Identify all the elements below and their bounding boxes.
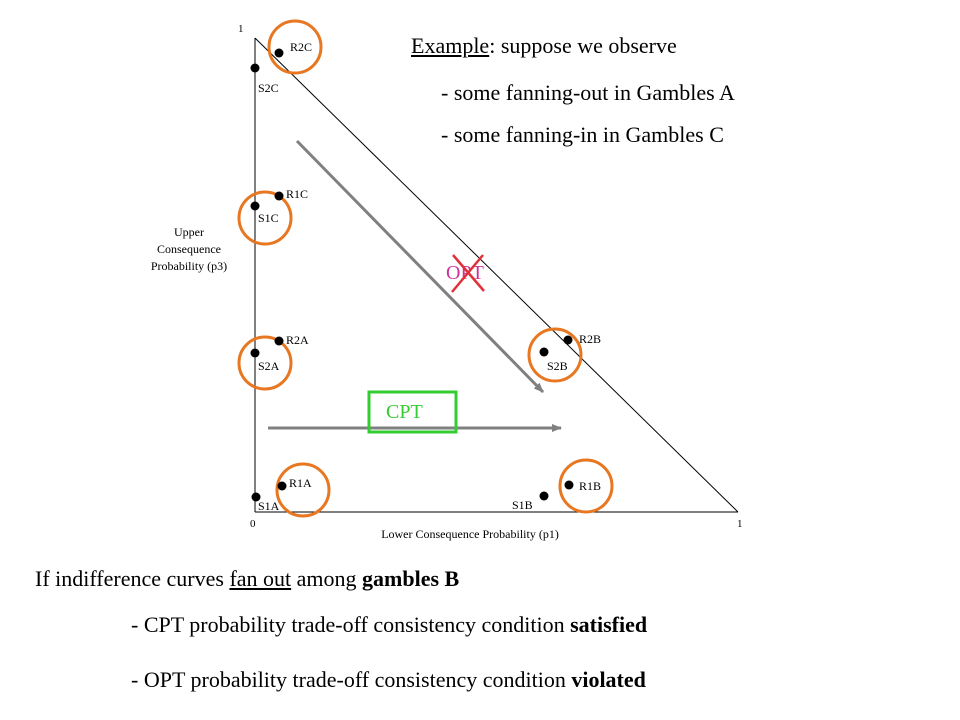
label-s1c: S1C [258,211,279,225]
label-s1b: S1B [512,498,533,512]
point-r2a [274,336,284,346]
conclusion-line-2-satisfied: satisfied [570,612,648,637]
point-s2c [250,63,260,73]
circle-r1a [275,462,331,518]
point-s2b [539,347,549,357]
point-s1c [250,201,260,211]
conclusion-line-2: - CPT probability trade-off consistency … [131,612,647,638]
conclusion-line-1: If indifference curves fan out among gam… [35,566,459,592]
point-r2c [274,48,284,58]
point-r2b [563,335,573,345]
conclusion-line-1-part-1: If indifference curves [35,566,230,591]
conclusion-line-3-violated: violated [571,667,646,692]
label-s1a: S1A [258,499,280,513]
circle-r1b [558,458,614,514]
label-r2c: R2C [290,40,312,54]
example-bullet-1: - some fanning-out in Gambles A [441,80,735,105]
point-s1a [251,492,261,502]
label-s2c: S2C [258,81,279,95]
x-axis-right-tick-label: 1 [737,518,743,530]
opt-arrow [295,139,545,394]
point-r1c [274,191,284,201]
point-s2a [250,348,260,358]
point-s1b [539,491,549,501]
label-r1a: R1A [289,476,312,490]
conclusion-line-3: - OPT probability trade-off consistency … [131,667,646,693]
opt-cross-stroke-2 [451,254,484,293]
conclusion-line-3-part-1: - OPT probability trade-off consistency … [131,667,572,692]
opt-label: OPT [446,262,484,284]
label-r1c: R1C [286,187,308,201]
conclusion-line-2-part-1: - CPT probability trade-off consistency … [131,612,571,637]
label-r1b: R1B [579,479,601,493]
conclusion-line-1-gambles-b: gambles B [362,566,460,591]
label-s2b: S2B [547,359,568,373]
conclusion-line-1-fan-out: fan out [229,566,292,591]
example-bullet-2: - some fanning-in in Gambles C [441,122,724,147]
label-s2a: S2A [258,359,280,373]
point-r1a [277,481,287,491]
origin-tick-label: 0 [250,518,256,530]
circle-s2b [527,327,583,383]
label-r2a: R2A [286,333,309,347]
point-r1b [564,480,574,490]
hypotenuse [254,37,739,513]
circle-s1c [237,190,293,246]
example-lead: Example [411,33,490,58]
label-r2b: R2B [579,332,601,346]
cpt-label: CPT [386,401,423,423]
example-rest: : suppose we observe [489,33,677,58]
y-axis-label-line3: Probability (p3) [151,259,227,273]
circle-r2c [267,19,323,75]
x-axis-label: Lower Consequence Probability (p1) [381,527,559,541]
y-axis-label-line2: Consequence [157,242,221,256]
circle-s2a [237,335,293,391]
example-heading: Example: suppose we observe [411,33,677,59]
cpt-box [367,390,458,434]
conclusion-line-1-part-3: among [291,566,363,591]
y-axis-label-line1: Upper [174,225,204,239]
y-axis-top-tick-label: 1 [238,23,244,35]
